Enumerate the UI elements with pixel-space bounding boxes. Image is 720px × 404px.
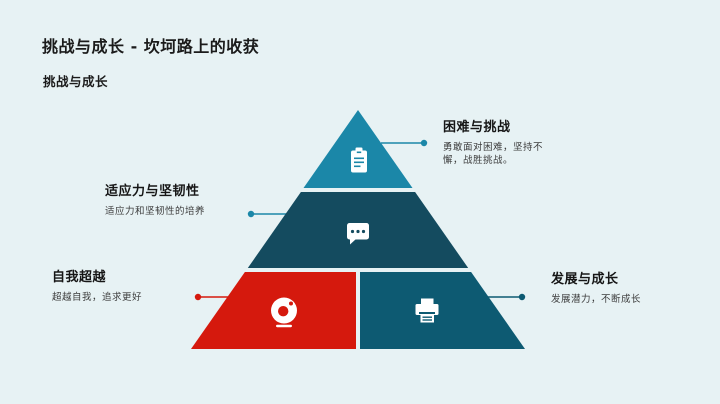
label-title: 适应力与坚韧性 [105, 184, 200, 199]
label-title: 困难与挑战 [443, 120, 511, 135]
connector-bottom-left [194, 293, 230, 301]
label-desc: 勇敢面对困难，坚持不懈，战胜挑战。 [443, 142, 544, 166]
slide-title: 挑战与成长 - 坎坷路上的收获 [42, 37, 260, 56]
connector-dot [194, 293, 202, 301]
connector-dot [247, 210, 255, 218]
label-title: 发展与成长 [551, 272, 619, 287]
pyramid-section-bottom-right [360, 272, 525, 349]
slide-subtitle: 挑战与成长 [43, 74, 109, 89]
donut-icon [271, 297, 297, 328]
connector-dot [518, 293, 526, 301]
label-difficulties: 困难与挑战 勇敢面对困难，坚持不懈，战胜挑战。 [443, 116, 561, 167]
label-desc: 超越自我，追求更好 [52, 292, 143, 303]
clipboard-icon [351, 147, 367, 173]
connector-middle-left [247, 210, 288, 218]
printer-icon [415, 298, 439, 323]
label-resilience: 适应力与坚韧性 适应力和坚韧性的培养 [105, 180, 205, 218]
label-desc: 适应力和坚韧性的培养 [105, 206, 206, 217]
label-growth: 发展与成长 发展潜力，不断成长 [551, 268, 641, 306]
label-desc: 发展潜力，不断成长 [551, 294, 642, 305]
label-title: 自我超越 [52, 270, 107, 285]
label-self-transcendence: 自我超越 超越自我，追求更好 [52, 266, 142, 304]
connector-bottom-right [487, 293, 526, 301]
chat-bubble-icon [347, 223, 369, 245]
connector-dot [420, 139, 428, 147]
